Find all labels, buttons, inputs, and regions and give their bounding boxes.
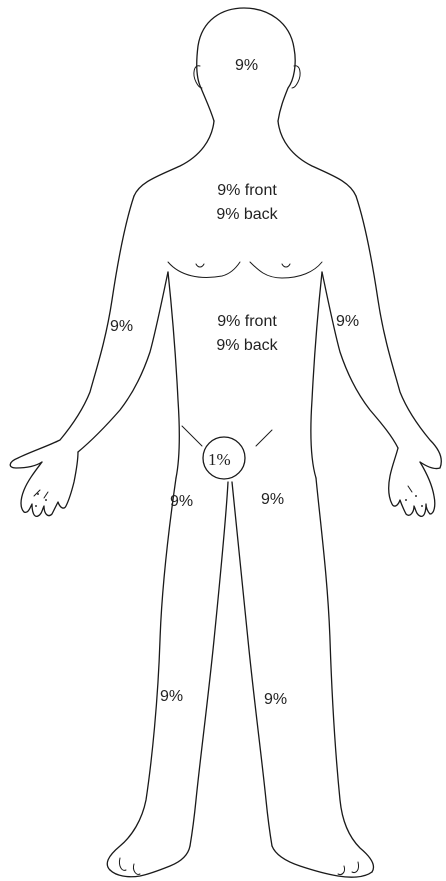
left-hand [389,448,435,516]
torso-left-side [168,272,179,478]
chest-percent: 9% front 9% back [196,183,298,231]
right-leg-inner [190,482,228,846]
right-thigh-percent: 9% [170,494,193,510]
right-groin-line [256,430,272,446]
right-hand [21,452,78,516]
chest-front-percent: 9% front [196,183,298,199]
right-pec-line [250,262,322,278]
abdomen-back-percent: 9% back [196,338,298,354]
left-thigh-percent: 9% [261,492,284,508]
left-arm-inner [322,272,398,448]
right-arm-percent: 9% [110,319,133,335]
left-foot [272,846,372,877]
torso-right-side [311,272,322,478]
left-arm-percent: 9% [336,314,359,330]
abdomen-percent: 9% front 9% back [196,314,298,362]
right-leg-outer [107,478,176,870]
left-lower-leg-percent: 9% [264,692,287,708]
genital-percent: 1% [208,451,231,468]
abdomen-front-percent: 9% front [196,314,298,330]
chest-back-percent: 9% back [196,207,298,223]
right-foot [110,846,190,877]
left-leg-outer [316,478,374,872]
right-arm-inner [78,272,168,452]
left-groin-line [182,426,202,446]
right-lower-leg-percent: 9% [160,689,183,705]
head-percent: 9% [235,58,258,74]
left-arm-outer [356,196,441,469]
left-leg-inner [232,482,272,846]
